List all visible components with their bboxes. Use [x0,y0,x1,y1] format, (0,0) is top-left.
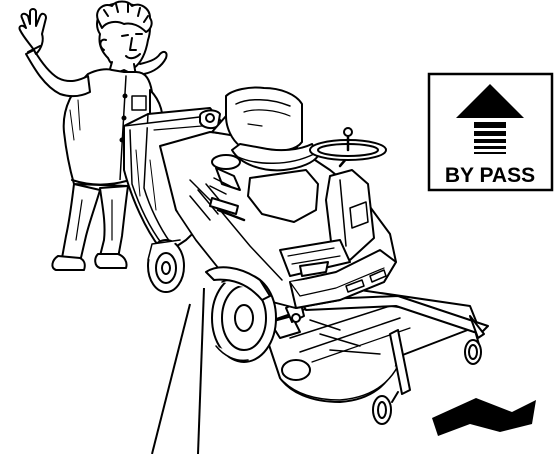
arrow-left-down-icon [432,398,536,436]
seat [226,87,318,170]
caster-wheel [282,360,310,380]
rear-wheel [148,240,184,292]
leader-lines [152,288,204,454]
bypass-sign: BY PASS [429,74,552,190]
front-wheel [212,274,276,362]
bypass-label: BY PASS [445,164,535,187]
caster-wheel [373,392,398,424]
